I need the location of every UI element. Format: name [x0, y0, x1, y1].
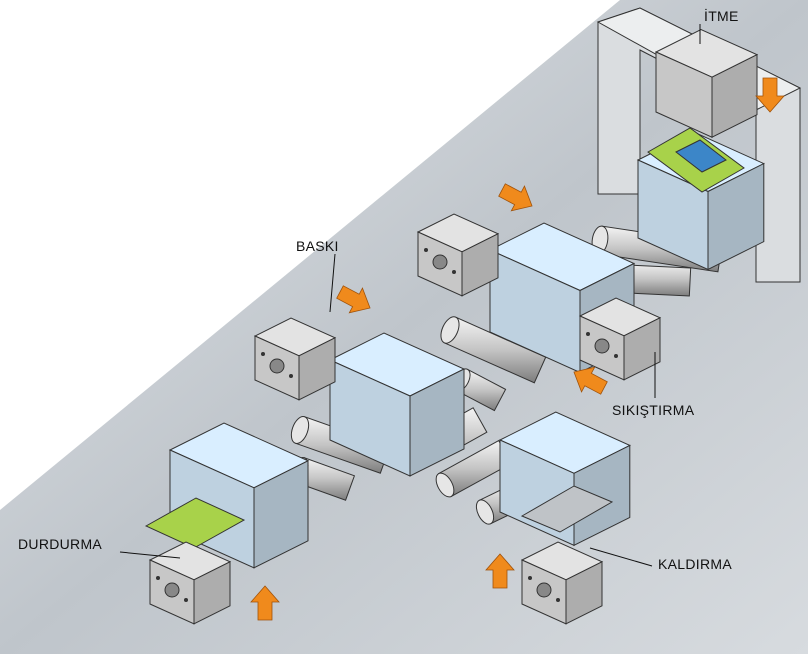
cylinder-clamp-right-hole	[614, 354, 618, 358]
workpieces-and-cylinders	[144, 28, 765, 625]
cylinder-stop-side	[193, 560, 231, 625]
label-lift: KALDIRMA	[658, 556, 732, 572]
workpiece-push-side	[707, 162, 765, 271]
cylinder-lift-side	[565, 560, 603, 625]
workpiece-stop-side	[253, 459, 309, 569]
cylinder-clamp-left-hole	[424, 248, 428, 252]
cylinder-clamp-right-side	[623, 316, 661, 381]
stopper-plate	[144, 497, 246, 549]
cylinder-push-side	[711, 53, 758, 139]
label-stop: DURDURMA	[18, 536, 103, 552]
cylinder-press	[253, 317, 337, 401]
cylinder-stop-port	[164, 582, 180, 598]
cylinder-press-port	[269, 358, 285, 374]
cylinder-clamp-right	[578, 297, 662, 381]
cylinder-clamp-right-hole	[586, 332, 590, 336]
roller-5-end	[290, 416, 310, 444]
arrow-press	[336, 285, 371, 314]
roller-3-end	[440, 316, 460, 344]
cylinder-clamp-right-port	[594, 338, 610, 354]
cylinder-clamp-left-hole	[452, 270, 456, 274]
label-clamp: SIKIŞTIRMA	[612, 402, 695, 418]
cylinder-lift	[520, 541, 604, 625]
cylinder-press-hole	[289, 374, 293, 378]
roller-8-end	[435, 472, 455, 498]
workpiece-press-side	[409, 368, 465, 477]
leader-lines	[119, 24, 701, 567]
arrow-clamp	[573, 366, 608, 395]
arrow-lift-up	[485, 553, 515, 589]
label-press: BASKI	[296, 238, 339, 254]
roller-8	[435, 439, 512, 498]
lift-plate	[520, 485, 614, 533]
roller-3	[440, 316, 547, 384]
cylinder-press-hole	[261, 352, 265, 356]
cylinder-clamp-left	[416, 213, 500, 297]
cylinder-lift-hole	[528, 576, 532, 580]
cylinder-stop-hole	[184, 598, 188, 602]
roller-9-end	[475, 499, 495, 525]
cylinder-clamp-left-port	[432, 254, 448, 270]
cylinder-stop-hole	[156, 576, 160, 580]
workpiece-press	[328, 332, 466, 477]
pusher-pad	[675, 139, 727, 173]
arrow-stop-up	[250, 585, 280, 621]
motion-arrows	[250, 77, 785, 621]
cylinder-stop	[148, 541, 232, 625]
cylinder-press-side	[298, 336, 336, 401]
cylinder-lift-hole	[556, 598, 560, 602]
cylinder-push	[654, 28, 759, 139]
label-push: İTME	[704, 8, 739, 24]
cylinder-clamp-left-side	[461, 232, 499, 297]
arrow-push-down	[755, 77, 785, 113]
cylinder-lift-port	[536, 582, 552, 598]
arrow-push-approach	[498, 183, 533, 212]
